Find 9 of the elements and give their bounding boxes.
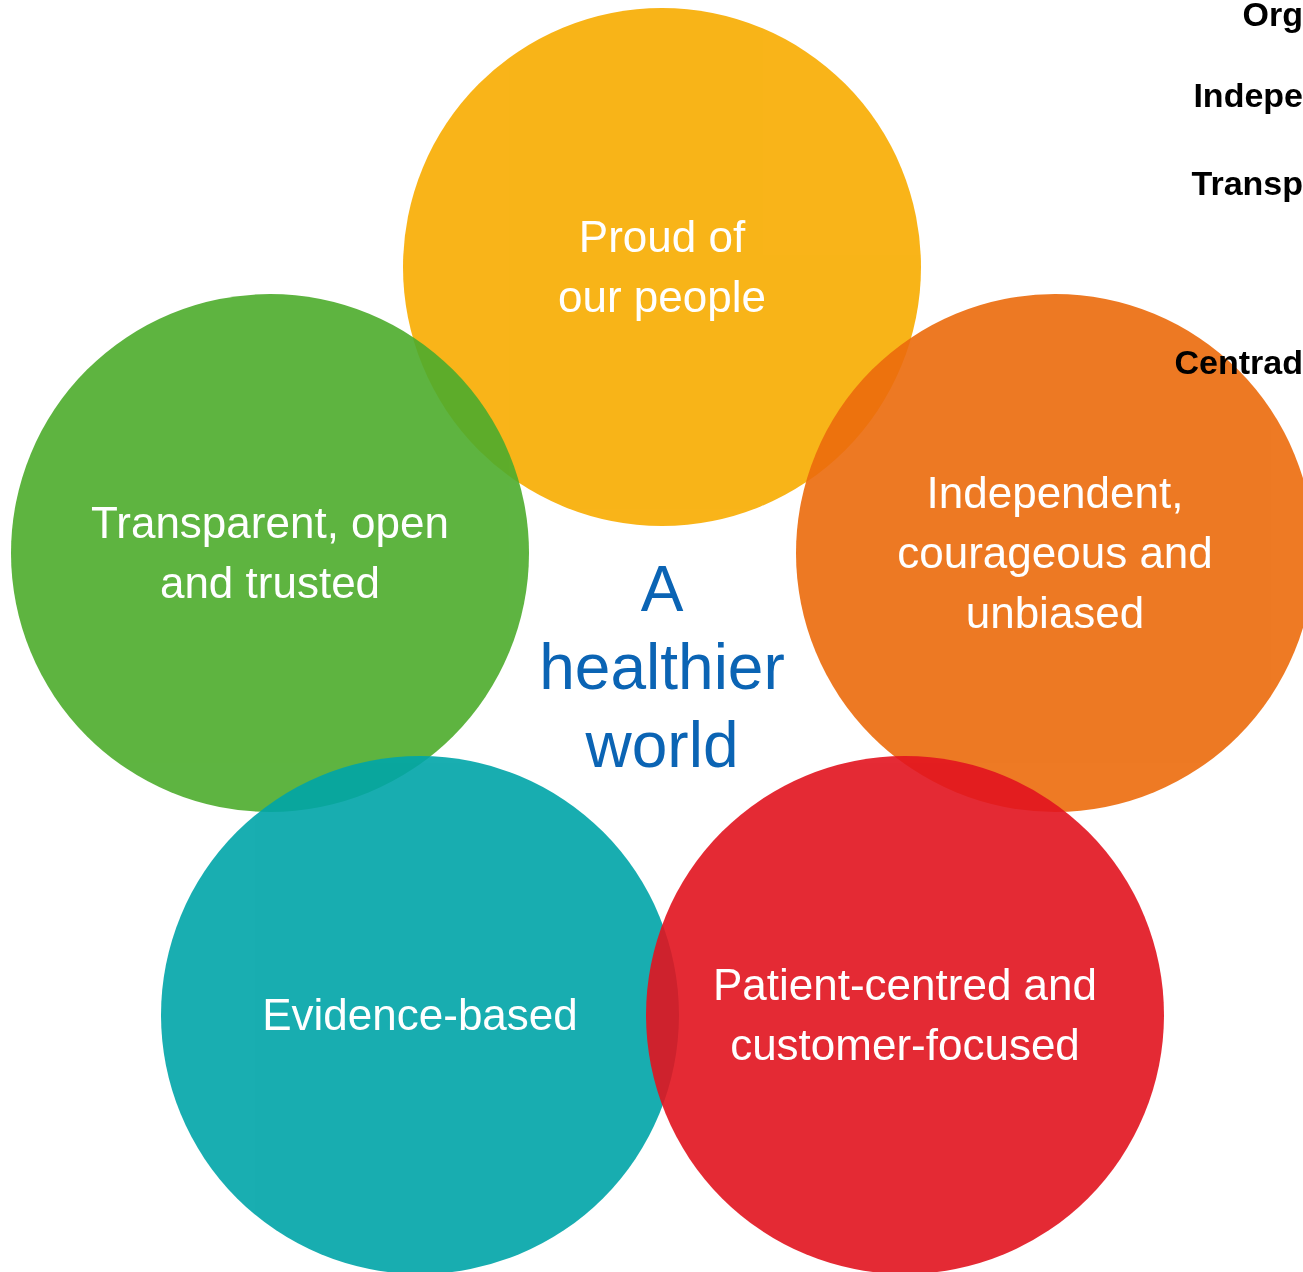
- cut-off-text: Indepe: [1193, 75, 1303, 116]
- cut-off-text: Transp: [1191, 163, 1303, 204]
- value-text: Patient-centred and customer-focused: [711, 959, 1098, 1071]
- value-text: Transparent, open and trusted: [90, 497, 450, 609]
- value-text: Evidence-based: [261, 989, 579, 1041]
- value-text: Proud of our people: [557, 211, 767, 323]
- value-text: Independent, courageous and unbiased: [896, 467, 1214, 639]
- center-heading: A healthier world: [538, 552, 786, 783]
- cut-off-text: Org: [1242, 0, 1303, 34]
